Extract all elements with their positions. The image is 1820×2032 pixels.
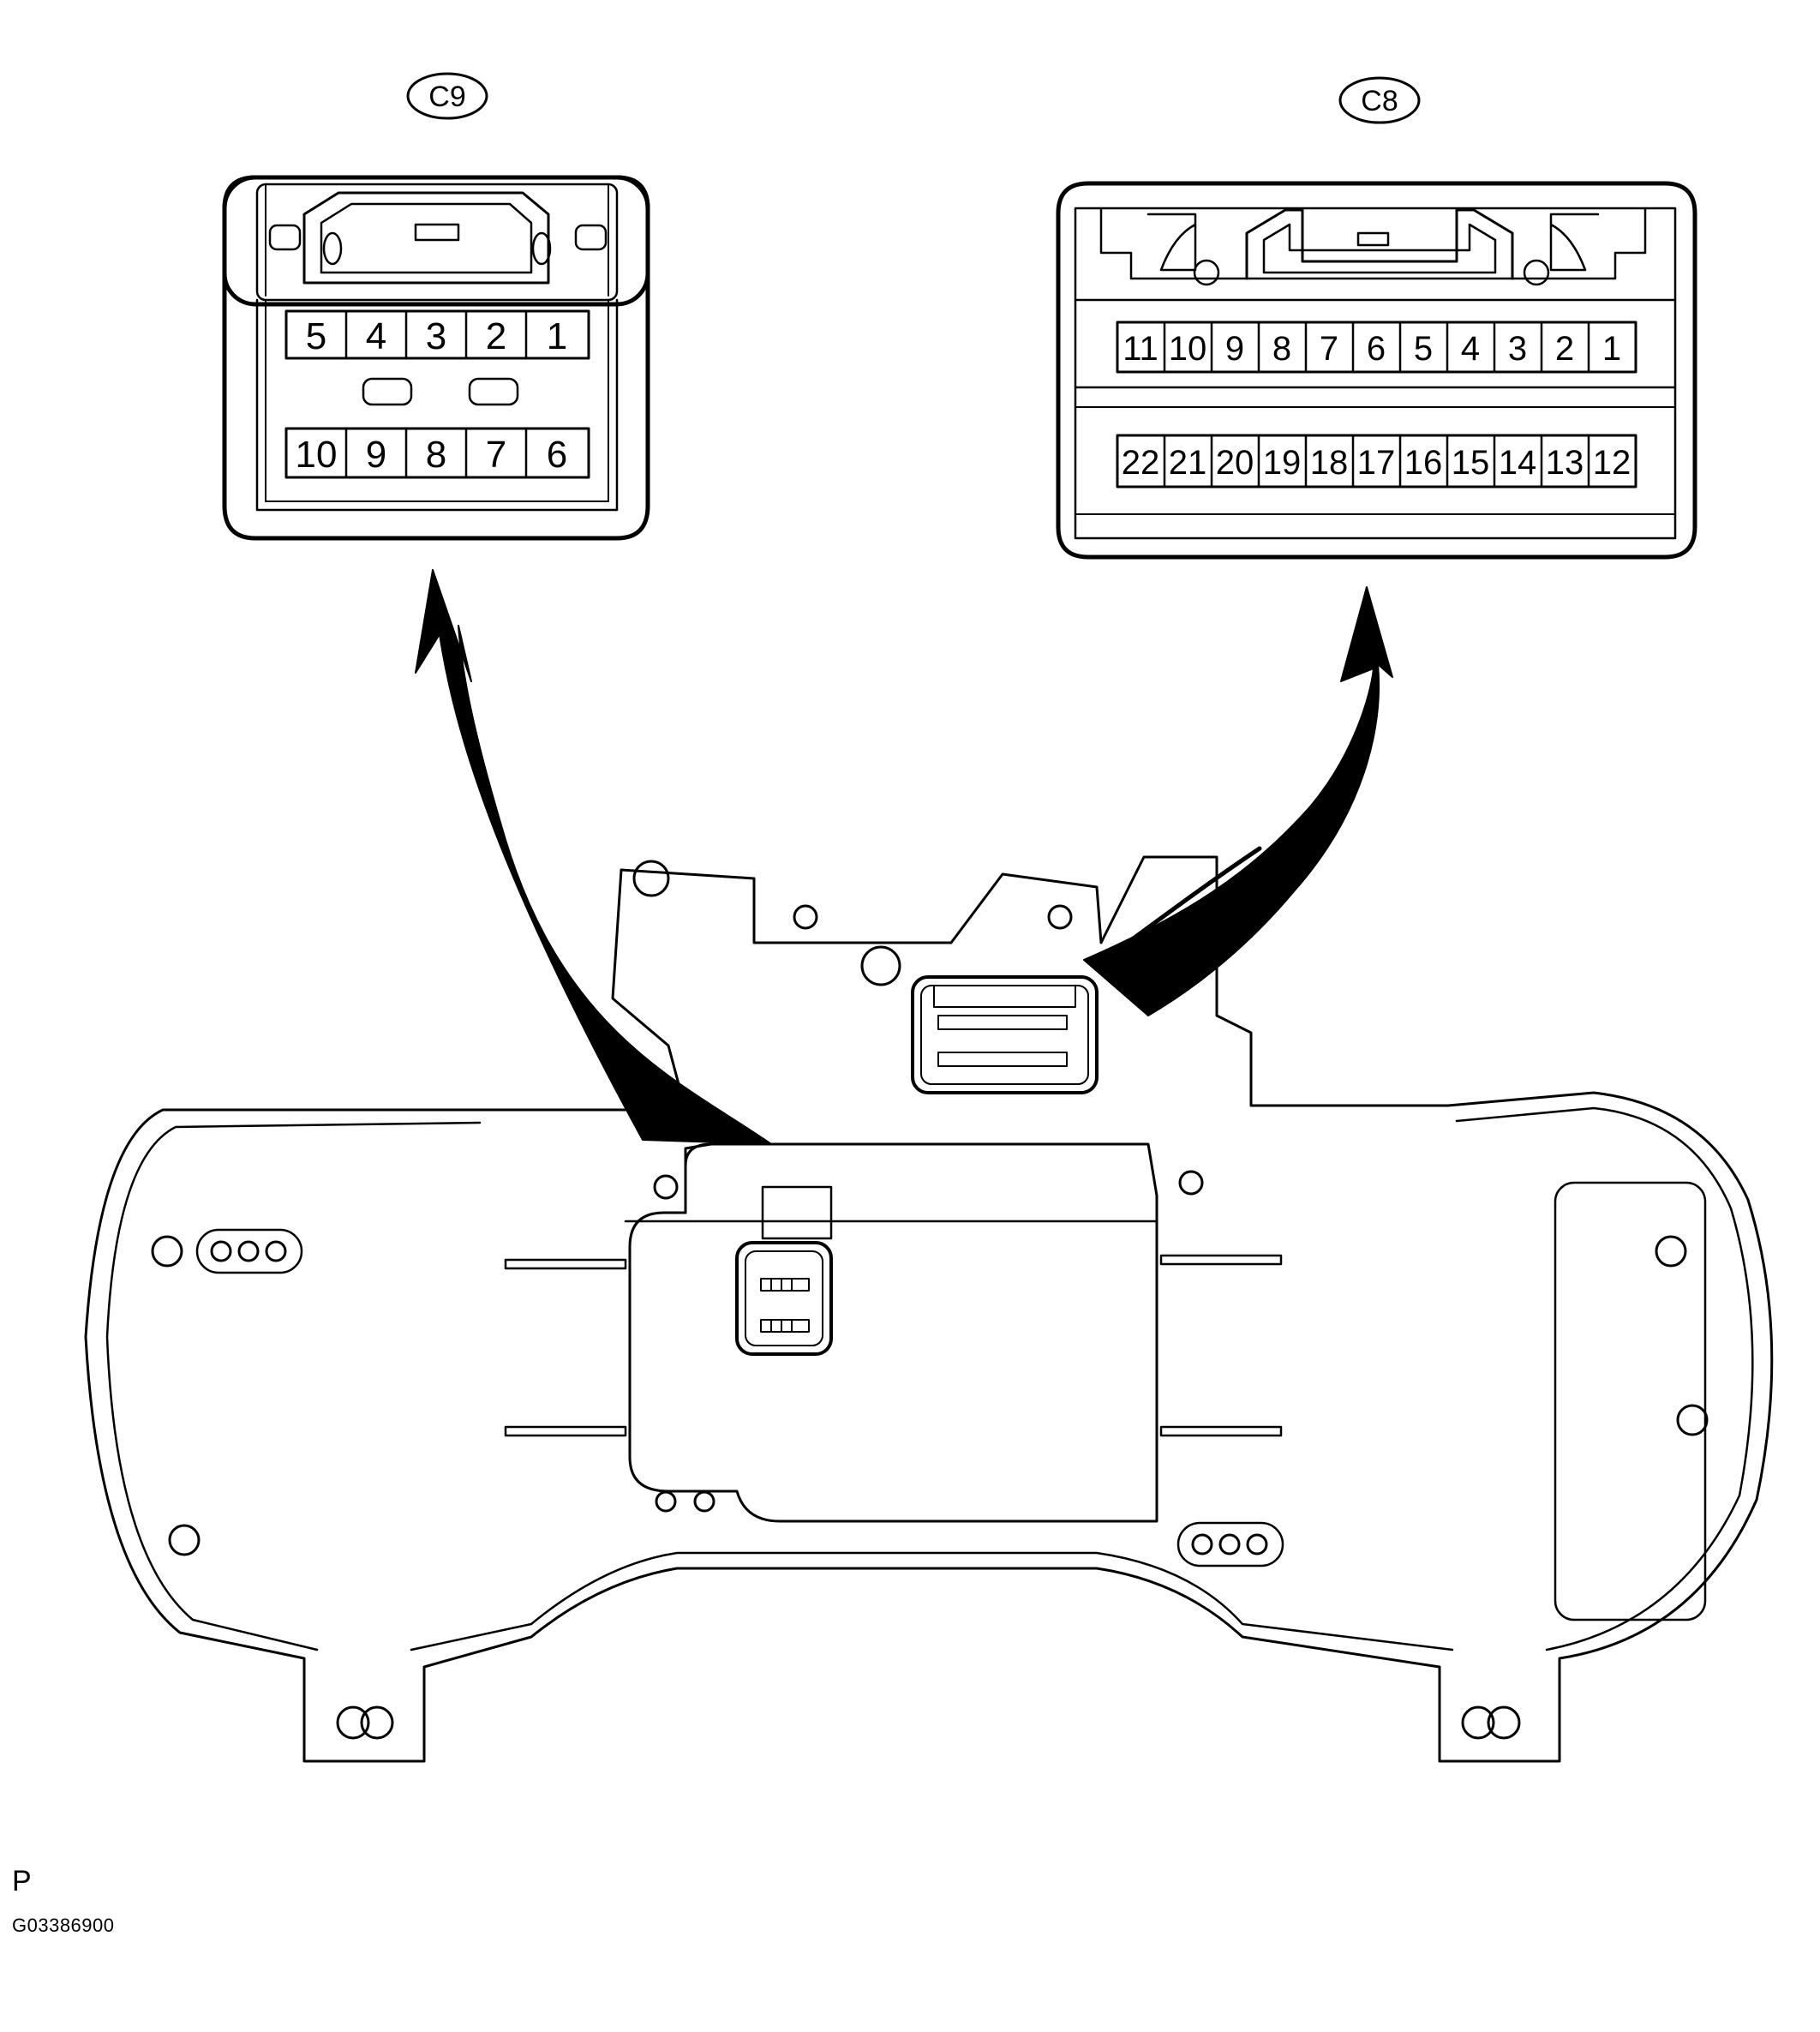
c8-pin-numbers: 11 10 9 8 7 6 5 4 3 2 1 22 21 20 19 18 1… bbox=[1122, 330, 1631, 482]
c8-pin-dividers bbox=[1163, 321, 1590, 489]
c9-pin: 6 bbox=[547, 434, 567, 476]
connector-label-c9: C9 bbox=[406, 72, 488, 120]
c8-pin: 6 bbox=[1367, 330, 1386, 368]
c8-pin: 4 bbox=[1461, 330, 1480, 368]
c8-pin: 12 bbox=[1593, 444, 1631, 482]
connector-label-c8-text: C8 bbox=[1361, 85, 1398, 117]
c9-pin: 7 bbox=[486, 434, 506, 476]
figure-code: G03386900 bbox=[12, 1915, 115, 1936]
c9-pin: 5 bbox=[306, 315, 326, 357]
c9-pin: 2 bbox=[486, 315, 506, 357]
c8-pin: 14 bbox=[1499, 444, 1537, 482]
c8-pin: 2 bbox=[1555, 330, 1574, 368]
c9-pin: 10 bbox=[296, 434, 338, 476]
c9-pin: 1 bbox=[547, 315, 567, 357]
c9-pin: 4 bbox=[366, 315, 386, 357]
c8-pin: 21 bbox=[1169, 444, 1207, 482]
connector-label-c8: C8 bbox=[1338, 76, 1421, 124]
c9-pin: 9 bbox=[366, 434, 386, 476]
figure-letter: P bbox=[12, 1865, 32, 1897]
c8-pin: 3 bbox=[1508, 330, 1527, 368]
c8-pin: 5 bbox=[1414, 330, 1433, 368]
arrow-to-c9 bbox=[415, 569, 772, 1145]
c8-pin: 1 bbox=[1602, 330, 1621, 368]
arrow-to-c8 bbox=[1083, 586, 1393, 1016]
c8-pin: 18 bbox=[1310, 444, 1349, 482]
c8-pin: 15 bbox=[1452, 444, 1490, 482]
c8-pin: 17 bbox=[1357, 444, 1396, 482]
c9-pin: 3 bbox=[426, 315, 446, 357]
c8-pin: 20 bbox=[1216, 444, 1254, 482]
c8-pin: 16 bbox=[1404, 444, 1443, 482]
combination-meter-back bbox=[84, 855, 1774, 1763]
c8-pin: 9 bbox=[1225, 330, 1244, 368]
c8-pin: 13 bbox=[1546, 444, 1584, 482]
connector-c9-face bbox=[222, 175, 650, 512]
connector-c8-face bbox=[1056, 181, 1697, 560]
c8-pin: 8 bbox=[1272, 330, 1291, 368]
c8-pin: 22 bbox=[1122, 444, 1160, 482]
c8-pin: 11 bbox=[1123, 330, 1158, 368]
c9-pin-numbers: 5 4 3 2 1 10 9 8 7 6 bbox=[296, 315, 568, 476]
c9-pin: 8 bbox=[426, 434, 446, 476]
c8-pin: 10 bbox=[1169, 330, 1207, 368]
connector-label-c9-text: C9 bbox=[428, 81, 465, 113]
c8-pin: 19 bbox=[1263, 444, 1302, 482]
c8-pin: 7 bbox=[1320, 330, 1338, 368]
